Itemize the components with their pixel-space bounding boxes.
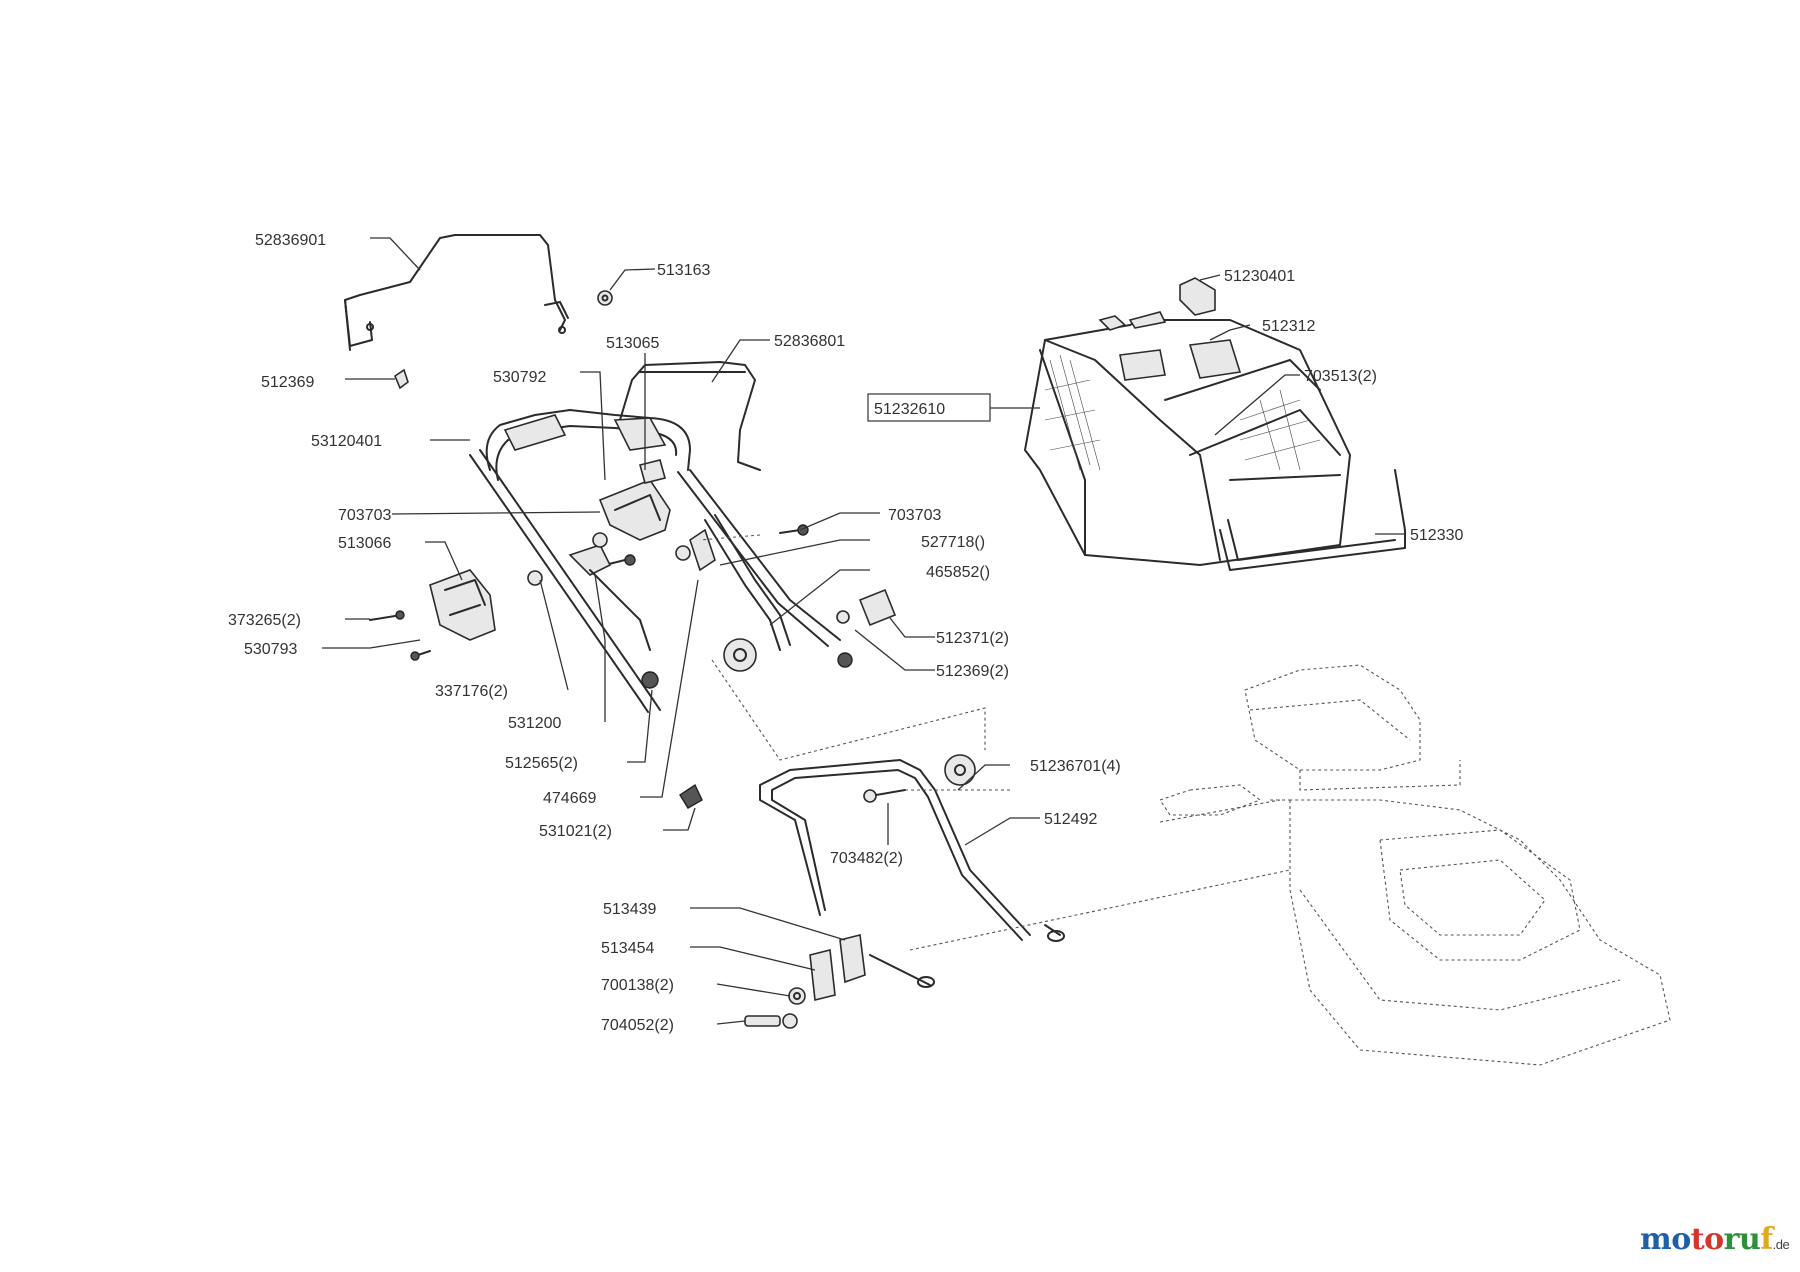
part-label-530793: 530793 <box>244 641 297 658</box>
cap-part <box>641 671 659 689</box>
part-label-512369-2: 512369(2) <box>936 663 1009 680</box>
part-label-531200: 531200 <box>508 715 561 732</box>
nut-part <box>597 290 613 306</box>
part-label-527718: 527718() <box>921 534 985 551</box>
knob-part <box>836 588 897 668</box>
small-knob-part <box>679 783 703 809</box>
part-label-512565: 512565(2) <box>505 755 578 772</box>
part-label-512369: 512369 <box>261 374 314 391</box>
assembly-lines <box>699 534 1291 951</box>
part-label-513065: 513065 <box>606 335 659 352</box>
part-label-703482: 703482(2) <box>830 850 903 867</box>
part-label-53120401: 53120401 <box>311 433 382 450</box>
grip-handle-part <box>469 409 841 713</box>
switch-housing-part <box>598 459 671 541</box>
part-label-51236701: 51236701(4) <box>1030 758 1121 775</box>
part-label-51230401: 51230401 <box>1224 268 1295 285</box>
part-label-512371: 512371(2) <box>936 630 1009 647</box>
clamp-part <box>809 934 866 1001</box>
bolt-part <box>744 1013 798 1029</box>
lower-handle-part <box>759 759 1065 988</box>
part-label-513163: 513163 <box>657 262 710 279</box>
part-label-337176: 337176(2) <box>435 683 508 700</box>
part-label-513066: 513066 <box>338 535 391 552</box>
grass-catcher-part <box>1024 277 1406 571</box>
part-label-512330: 512330 <box>1410 527 1463 544</box>
part-label-52836901: 52836901 <box>255 232 326 249</box>
brand-logo: motoruf.de <box>1640 1222 1790 1257</box>
washer-part <box>788 987 806 1005</box>
part-label-530792: 530792 <box>493 369 546 386</box>
part-label-465852: 465852() <box>926 564 990 581</box>
nut-part <box>527 570 543 586</box>
part-label-703703-left: 703703 <box>338 507 391 524</box>
part-label-373265: 373265(2) <box>228 612 301 629</box>
part-label-52836801: 52836801 <box>774 333 845 350</box>
part-label-51232610: 51232610 <box>874 401 945 418</box>
leader-lines <box>322 237 1405 1025</box>
screw-part <box>863 789 906 803</box>
handle-frame-part <box>619 361 761 471</box>
part-label-703703-right: 703703 <box>888 507 941 524</box>
part-label-513454: 513454 <box>601 940 654 957</box>
mower-deck-outline <box>1159 664 1671 1066</box>
part-label-512492: 512492 <box>1044 811 1097 828</box>
cover-part <box>429 569 496 641</box>
clip-part <box>394 368 409 390</box>
bracket-part <box>675 528 716 572</box>
highlight-box <box>867 393 991 422</box>
part-label-512312: 512312 <box>1262 318 1315 335</box>
part-label-531021: 531021(2) <box>539 823 612 840</box>
star-knob-part <box>723 638 976 786</box>
part-label-704052: 704052(2) <box>601 1017 674 1034</box>
upper-handle-part <box>344 234 569 351</box>
cable-part <box>704 514 791 651</box>
part-label-513439: 513439 <box>603 901 656 918</box>
part-label-700138: 700138(2) <box>601 977 674 994</box>
lever-part <box>568 532 651 651</box>
part-label-474669: 474669 <box>543 790 596 807</box>
part-label-703513: 703513(2) <box>1304 368 1377 385</box>
